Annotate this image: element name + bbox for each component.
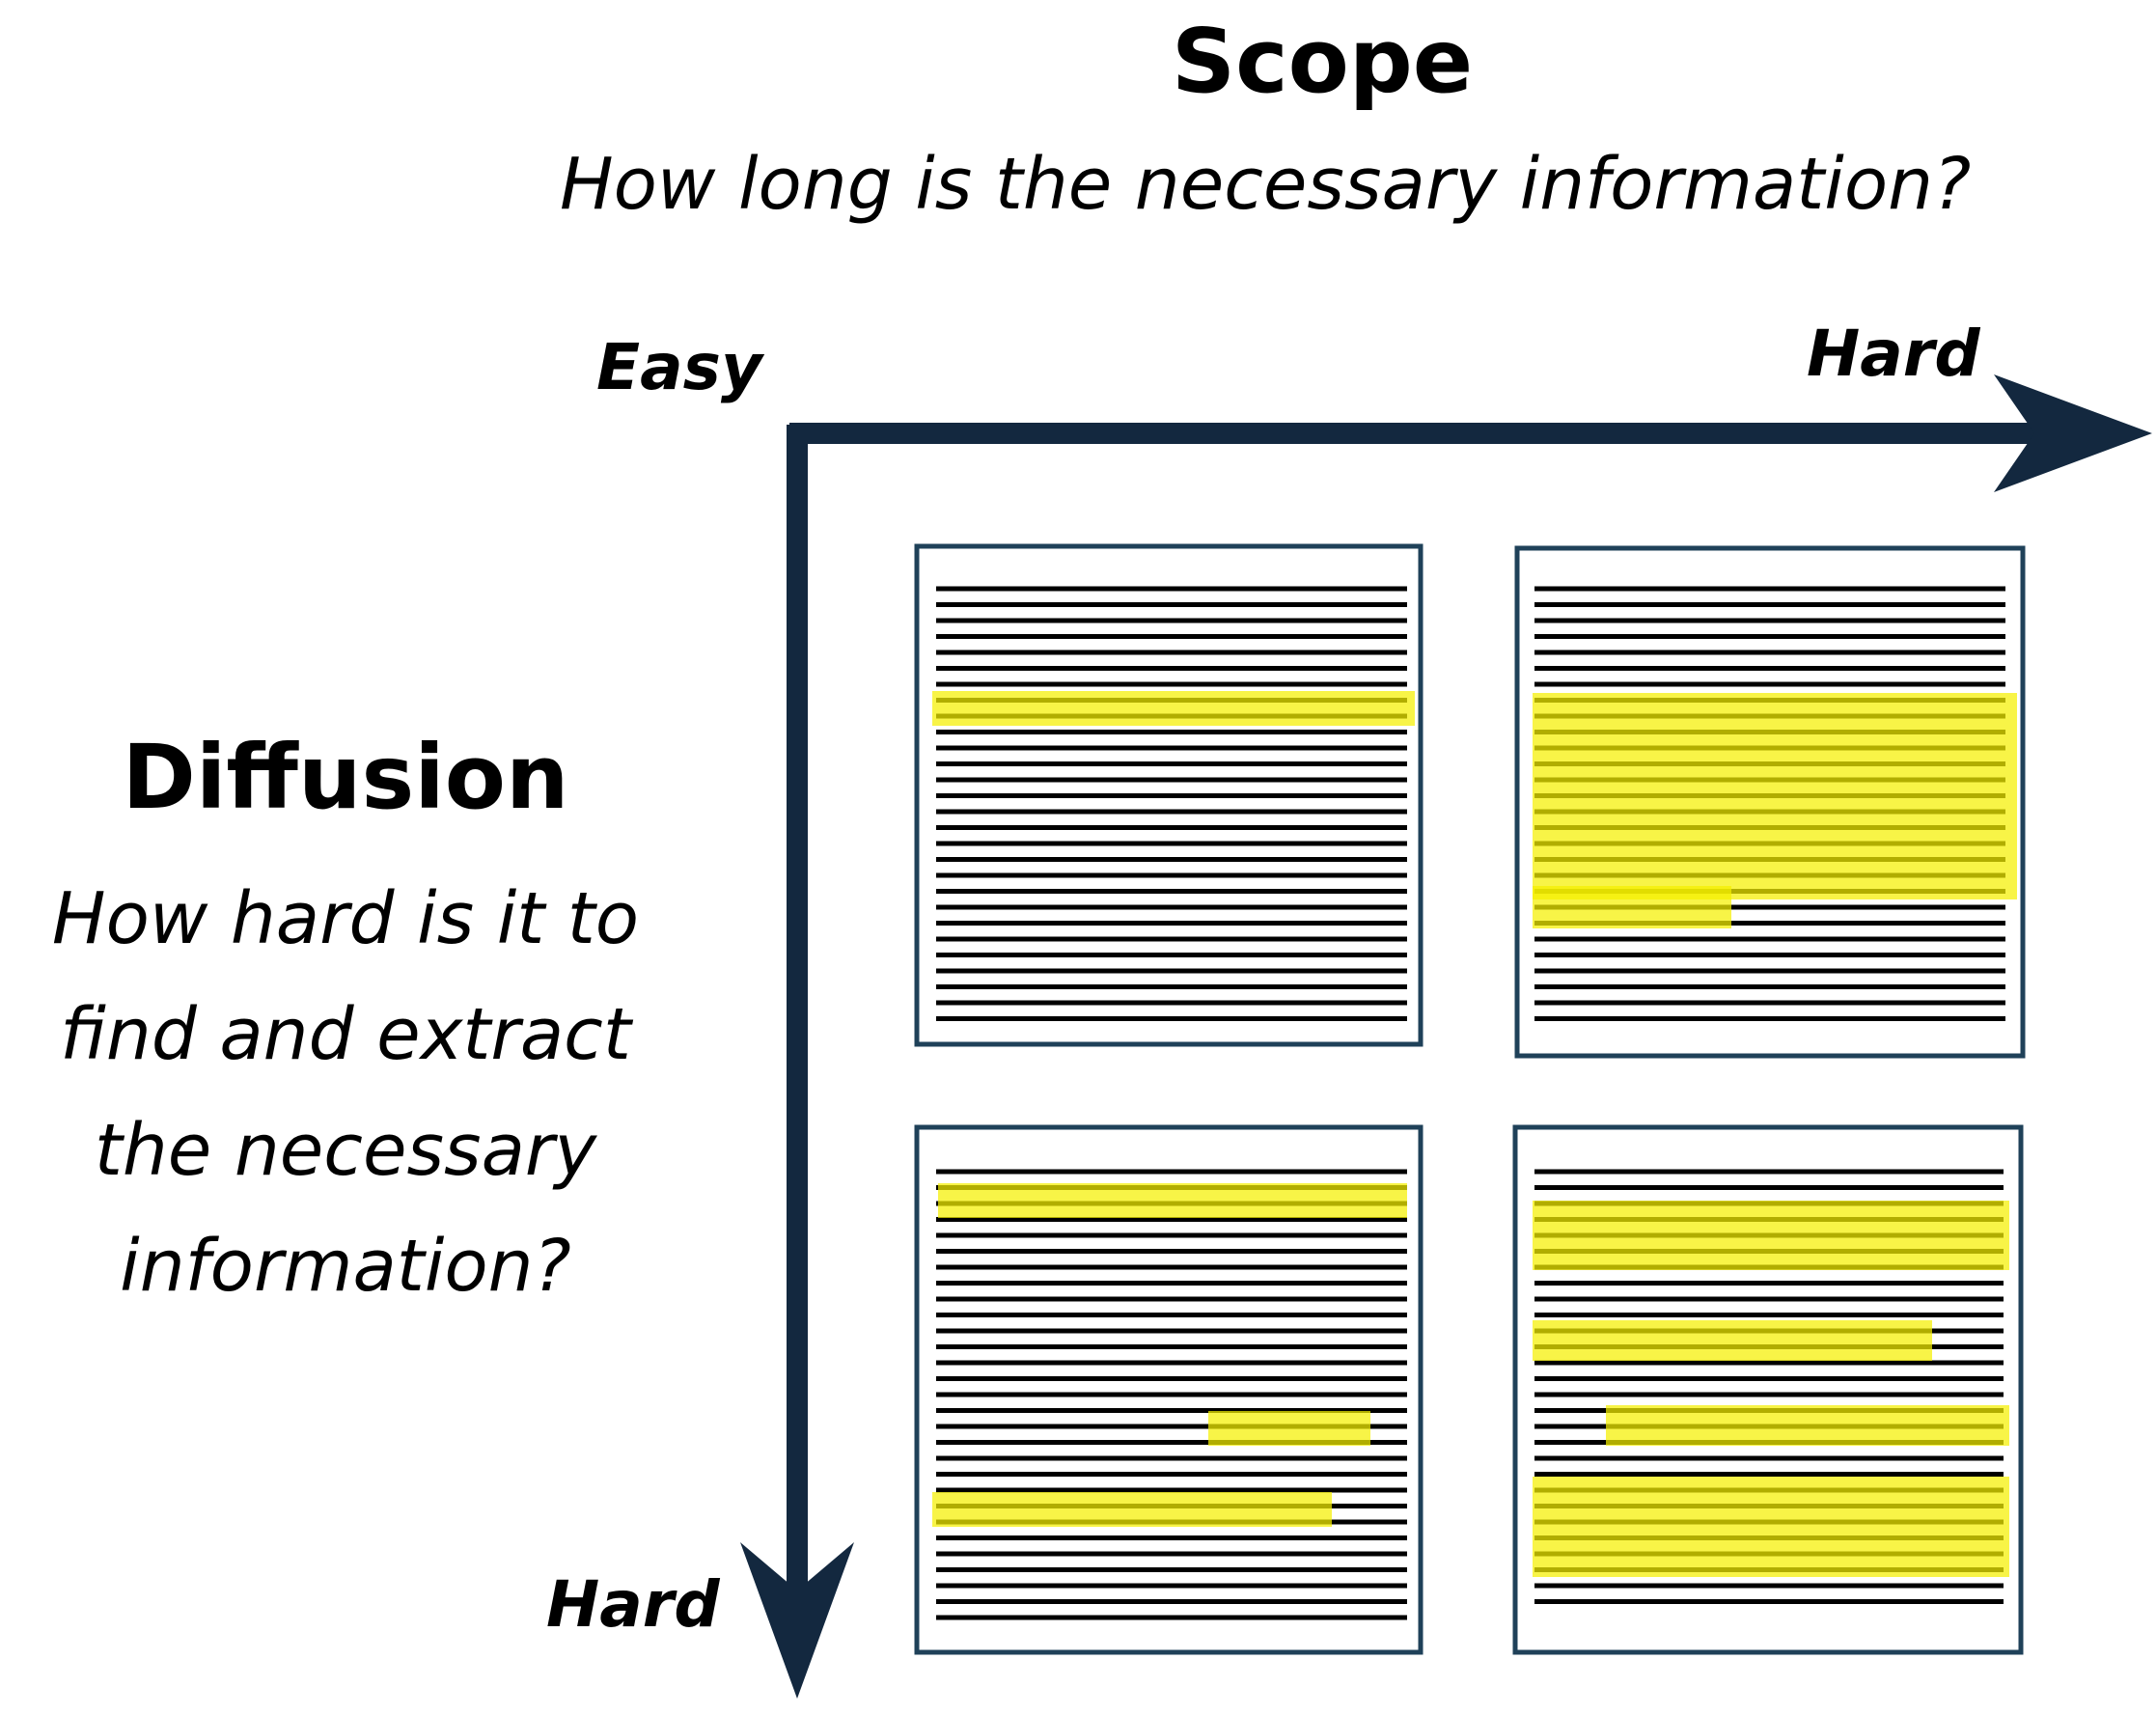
highlight-span — [932, 691, 1415, 726]
panel-hard-scope-hard-diffusion — [1512, 1124, 2024, 1655]
panel-easy-scope-easy-diffusion — [914, 543, 1424, 1047]
highlight-span — [938, 1183, 1407, 1218]
diffusion-arrow-icon — [740, 1542, 854, 1699]
highlight-span — [1533, 1477, 2009, 1577]
panel-hard-scope-easy-diffusion — [1514, 545, 2026, 1059]
highlight-span — [1533, 1320, 1932, 1361]
panel-easy-scope-hard-diffusion — [914, 1124, 1424, 1655]
highlight-span — [1606, 1405, 2009, 1446]
diffusion-question: How hard is it to find and extract the n… — [51, 877, 640, 1308]
highlight-span — [1533, 886, 1731, 928]
diffusion-hard-label: Hard — [546, 1567, 720, 1642]
scope-title: Scope — [1171, 10, 1474, 113]
highlight-span — [1533, 693, 2017, 899]
diffusion-title: Diffusion — [122, 726, 569, 829]
axes — [740, 374, 2152, 1699]
axis-easy-label: Easy — [596, 330, 762, 404]
scope-hard-label: Hard — [1807, 317, 1980, 391]
scope-question: How long is the necessary information? — [560, 143, 1972, 226]
highlight-span — [1533, 1201, 2009, 1270]
scope-arrow-icon — [1994, 374, 2152, 492]
highlight-span — [1208, 1411, 1370, 1446]
highlight-span — [932, 1492, 1332, 1527]
